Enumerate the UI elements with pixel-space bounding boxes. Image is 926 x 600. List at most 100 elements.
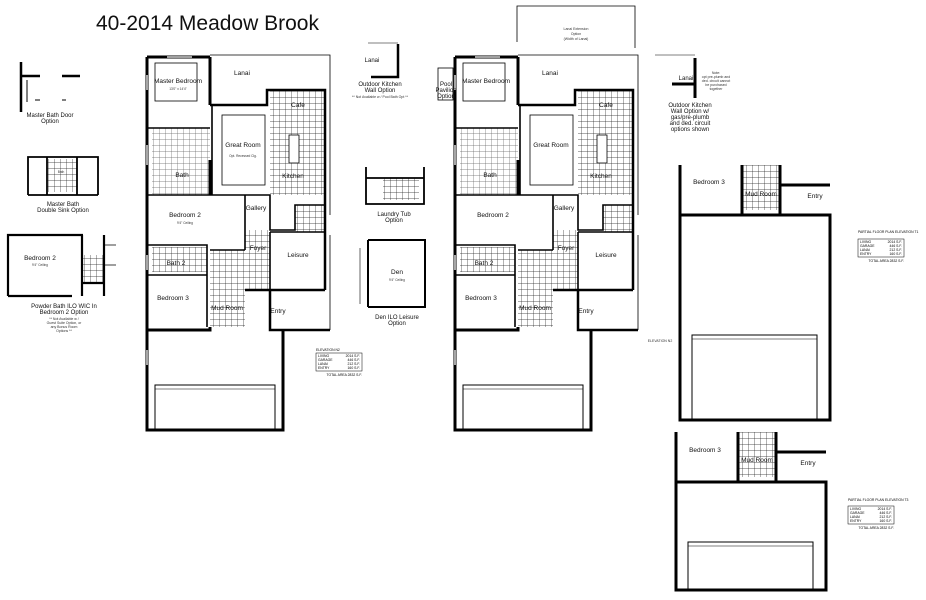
svg-text:446 S.F.: 446 S.F. bbox=[890, 244, 902, 248]
room-entry: Entry bbox=[270, 308, 286, 315]
svg-text:be purchased: be purchased bbox=[705, 83, 726, 87]
svg-text:and ded. circuit: and ded. circuit bbox=[670, 121, 711, 127]
svg-text:LIVING: LIVING bbox=[850, 507, 861, 511]
svg-text:Guest Suite Option, or: Guest Suite Option, or bbox=[47, 321, 82, 325]
room-master-bedroom: Master Bedroom bbox=[154, 78, 202, 85]
svg-text:Entry: Entry bbox=[800, 460, 816, 467]
svg-text:Mud Room: Mud Room bbox=[745, 191, 777, 198]
svg-text:2014 S.F.: 2014 S.F. bbox=[888, 240, 902, 244]
partial-labels: Bedroom 3 Mud Room Entry Bedroom 3 Mud R… bbox=[689, 179, 823, 467]
room-kitchen: Kitchen bbox=[282, 173, 304, 180]
svg-text:any Bonus Room: any Bonus Room bbox=[51, 325, 78, 329]
svg-text:LANAI: LANAI bbox=[318, 362, 328, 366]
svg-text:446 S.F.: 446 S.F. bbox=[880, 511, 892, 515]
laundry-tub-option: Laundry Tub Option bbox=[365, 167, 425, 224]
master-bath-door-option: Master Bath Door Option bbox=[19, 62, 80, 125]
svg-text:446 S.F.: 446 S.F. bbox=[348, 358, 360, 362]
room-bedroom-3: Bedroom 3 bbox=[465, 295, 497, 302]
svg-text:Den: Den bbox=[391, 269, 403, 276]
svg-text:Bedroom 2 Option: Bedroom 2 Option bbox=[40, 310, 89, 316]
svg-text:** Not Available w /: ** Not Available w / bbox=[49, 317, 79, 321]
room-foyer: Foyer bbox=[250, 245, 267, 252]
svg-text:Note:: Note: bbox=[712, 71, 720, 75]
svg-text:LIVING: LIVING bbox=[318, 354, 329, 358]
svg-text:Bedroom 2: Bedroom 2 bbox=[24, 255, 56, 262]
plan-title: 40-2014 Meadow Brook bbox=[96, 12, 319, 35]
svg-text:** Not Available w / Pool Bath: ** Not Available w / Pool Bath Opt ** bbox=[352, 95, 409, 99]
svg-text:160 S.F.: 160 S.F. bbox=[890, 252, 902, 256]
room-cafe: Cafe bbox=[291, 102, 305, 109]
room-master-bedroom-dims: 13'0" x 14'4" bbox=[169, 87, 186, 91]
room-bath-2: Bath 2 bbox=[475, 260, 494, 267]
svg-text:Pool: Pool bbox=[440, 82, 452, 88]
svg-text:PARTIAL FLOOR PLAN ELEVATION T: PARTIAL FLOOR PLAN ELEVATION T1 bbox=[858, 230, 919, 234]
svg-text:LANAI: LANAI bbox=[860, 248, 870, 252]
svg-text:Mud Room: Mud Room bbox=[741, 457, 773, 464]
svg-text:Options **: Options ** bbox=[56, 329, 72, 333]
master-bath-double-sink-option: Bath Master Bath Double Sink Option bbox=[27, 156, 99, 214]
svg-text:ENTRY: ENTRY bbox=[850, 519, 862, 523]
svg-text:LIVING: LIVING bbox=[860, 240, 871, 244]
svg-text:Bath: Bath bbox=[58, 170, 65, 174]
svg-text:212 S.F.: 212 S.F. bbox=[348, 362, 360, 366]
svg-text:9'4" Ceiling: 9'4" Ceiling bbox=[389, 278, 405, 282]
elevation-table-n2: ELEVATION N2 LIVING 2014 S.F. GARAGE 446… bbox=[315, 348, 363, 377]
svg-text:Option: Option bbox=[571, 32, 581, 36]
svg-text:Double Sink Option: Double Sink Option bbox=[37, 208, 89, 214]
room-great-room: Great Room bbox=[225, 142, 260, 149]
den-ilo-leisure-option: Den 9'4" Ceiling Den ILO Leisure Option bbox=[359, 239, 426, 327]
svg-text:Powder Bath ILO WIC In: Powder Bath ILO WIC In bbox=[31, 304, 97, 310]
svg-text:TOTAL AREA 2832 S.F.: TOTAL AREA 2832 S.F. bbox=[326, 373, 362, 377]
room-bedroom-2: Bedroom 2 bbox=[477, 212, 509, 219]
svg-text:TOTAL AREA 2832 S.F.: TOTAL AREA 2832 S.F. bbox=[868, 259, 904, 263]
room-bath: Bath bbox=[483, 172, 497, 179]
svg-text:160 S.F.: 160 S.F. bbox=[880, 519, 892, 523]
floor-plan-options bbox=[453, 53, 640, 432]
svg-text:Outdoor Kitchen: Outdoor Kitchen bbox=[358, 82, 401, 88]
svg-text:Lanai Extension: Lanai Extension bbox=[564, 27, 589, 31]
plan1-labels: Master Bedroom 13'0" x 14'4" Lanai Cafe … bbox=[154, 70, 309, 315]
lanai-extension-option: Lanai Extension Option (Width of Lanai) bbox=[516, 5, 636, 48]
svg-text:GARAGE: GARAGE bbox=[850, 511, 865, 515]
svg-text:(Width of Lanai): (Width of Lanai) bbox=[564, 37, 589, 41]
svg-text:GARAGE: GARAGE bbox=[860, 244, 875, 248]
room-lanai: Lanai bbox=[234, 70, 250, 77]
room-master-bedroom: Master Bedroom bbox=[462, 78, 510, 85]
svg-text:Wall Option: Wall Option bbox=[365, 88, 396, 94]
svg-text:gas/pre-plumb: gas/pre-plumb bbox=[671, 115, 710, 121]
room-leisure: Leisure bbox=[595, 252, 617, 259]
plan2-labels: Master Bedroom Lanai Cafe Great Room Kit… bbox=[462, 70, 672, 343]
powder-bath-option: Bedroom 2 9'4" Ceiling Powder Bath ILO W… bbox=[6, 233, 116, 333]
svg-text:Option: Option bbox=[388, 321, 406, 327]
room-bath: Bath bbox=[175, 172, 189, 179]
svg-text:ENTRY: ENTRY bbox=[318, 366, 330, 370]
svg-text:Entry: Entry bbox=[807, 193, 823, 200]
room-gallery: Gallery bbox=[246, 205, 267, 212]
svg-text:Outdoor Kitchen: Outdoor Kitchen bbox=[668, 103, 711, 109]
elevation-table-t3: PARTIAL FLOOR PLAN ELEVATION T3 LIVING 2… bbox=[847, 498, 909, 530]
pool-pavilion-option: Pool Pavilion Option bbox=[435, 67, 457, 101]
svg-text:Option: Option bbox=[437, 94, 455, 100]
svg-text:ELEVATION N2: ELEVATION N2 bbox=[316, 348, 340, 352]
svg-text:Master Bath: Master Bath bbox=[47, 202, 79, 208]
svg-text:Bedroom 3: Bedroom 3 bbox=[693, 179, 725, 186]
room-ceiling: 9'4" Ceiling bbox=[177, 221, 193, 225]
svg-text:212 S.F.: 212 S.F. bbox=[880, 515, 892, 519]
svg-text:Bedroom 3: Bedroom 3 bbox=[689, 447, 721, 454]
outdoor-kitchen-option: Lanai Outdoor Kitchen Wall Option ** Not… bbox=[352, 42, 409, 99]
elevation-table-t1: PARTIAL FLOOR PLAN ELEVATION T1 LIVING 2… bbox=[857, 230, 919, 263]
svg-text:ded. circuit cannot: ded. circuit cannot bbox=[702, 79, 730, 83]
svg-text:160 S.F.: 160 S.F. bbox=[348, 366, 360, 370]
svg-text:Den ILO Leisure: Den ILO Leisure bbox=[375, 315, 419, 321]
svg-text:2014 S.F.: 2014 S.F. bbox=[878, 507, 892, 511]
room-kitchen: Kitchen bbox=[590, 173, 612, 180]
svg-text:Lanai: Lanai bbox=[365, 58, 380, 64]
partial-plan-t1 bbox=[678, 163, 832, 422]
room-leisure: Leisure bbox=[287, 252, 309, 259]
svg-text:Pavilion: Pavilion bbox=[435, 88, 456, 94]
svg-text:together: together bbox=[710, 87, 724, 91]
room-gallery: Gallery bbox=[554, 205, 575, 212]
room-foyer: Foyer bbox=[558, 245, 575, 252]
svg-text:9'4" Ceiling: 9'4" Ceiling bbox=[32, 263, 48, 267]
